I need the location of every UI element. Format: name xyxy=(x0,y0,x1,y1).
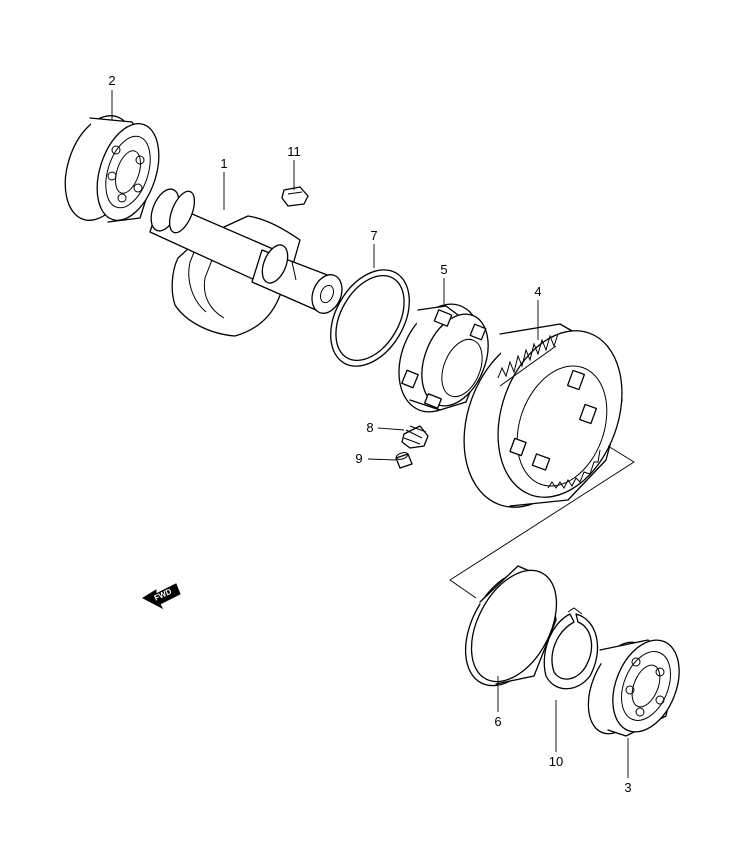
callout-9: 9 xyxy=(355,451,362,466)
assembly-connector-line xyxy=(449,445,635,599)
callout-6: 6 xyxy=(494,714,501,729)
part-9-pin[interactable] xyxy=(395,451,413,469)
part-10-circlip[interactable] xyxy=(543,607,599,690)
callout-10: 10 xyxy=(549,754,563,769)
part-8-spring[interactable] xyxy=(401,425,429,449)
callout-2: 2 xyxy=(108,73,115,88)
part-2-bearing[interactable] xyxy=(53,107,170,229)
part-1-balancer-shaft[interactable] xyxy=(146,185,348,337)
part-4-gear[interactable] xyxy=(441,313,644,525)
callout-8: 8 xyxy=(366,420,373,435)
callout-11: 11 xyxy=(287,144,301,159)
part-6-washer[interactable] xyxy=(447,555,574,700)
callout-4: 4 xyxy=(534,284,541,299)
callout-3: 3 xyxy=(624,780,631,795)
part-3-bearing[interactable] xyxy=(576,630,692,743)
leader-lines xyxy=(111,90,629,778)
part-5-damper-hub[interactable] xyxy=(384,292,501,424)
fwd-arrow-icon: FWD xyxy=(141,583,181,610)
part-7-ring[interactable] xyxy=(315,256,426,380)
callout-7: 7 xyxy=(370,228,377,243)
callout-1: 1 xyxy=(220,156,227,171)
callout-5: 5 xyxy=(440,262,447,277)
part-11-key[interactable] xyxy=(281,186,309,207)
